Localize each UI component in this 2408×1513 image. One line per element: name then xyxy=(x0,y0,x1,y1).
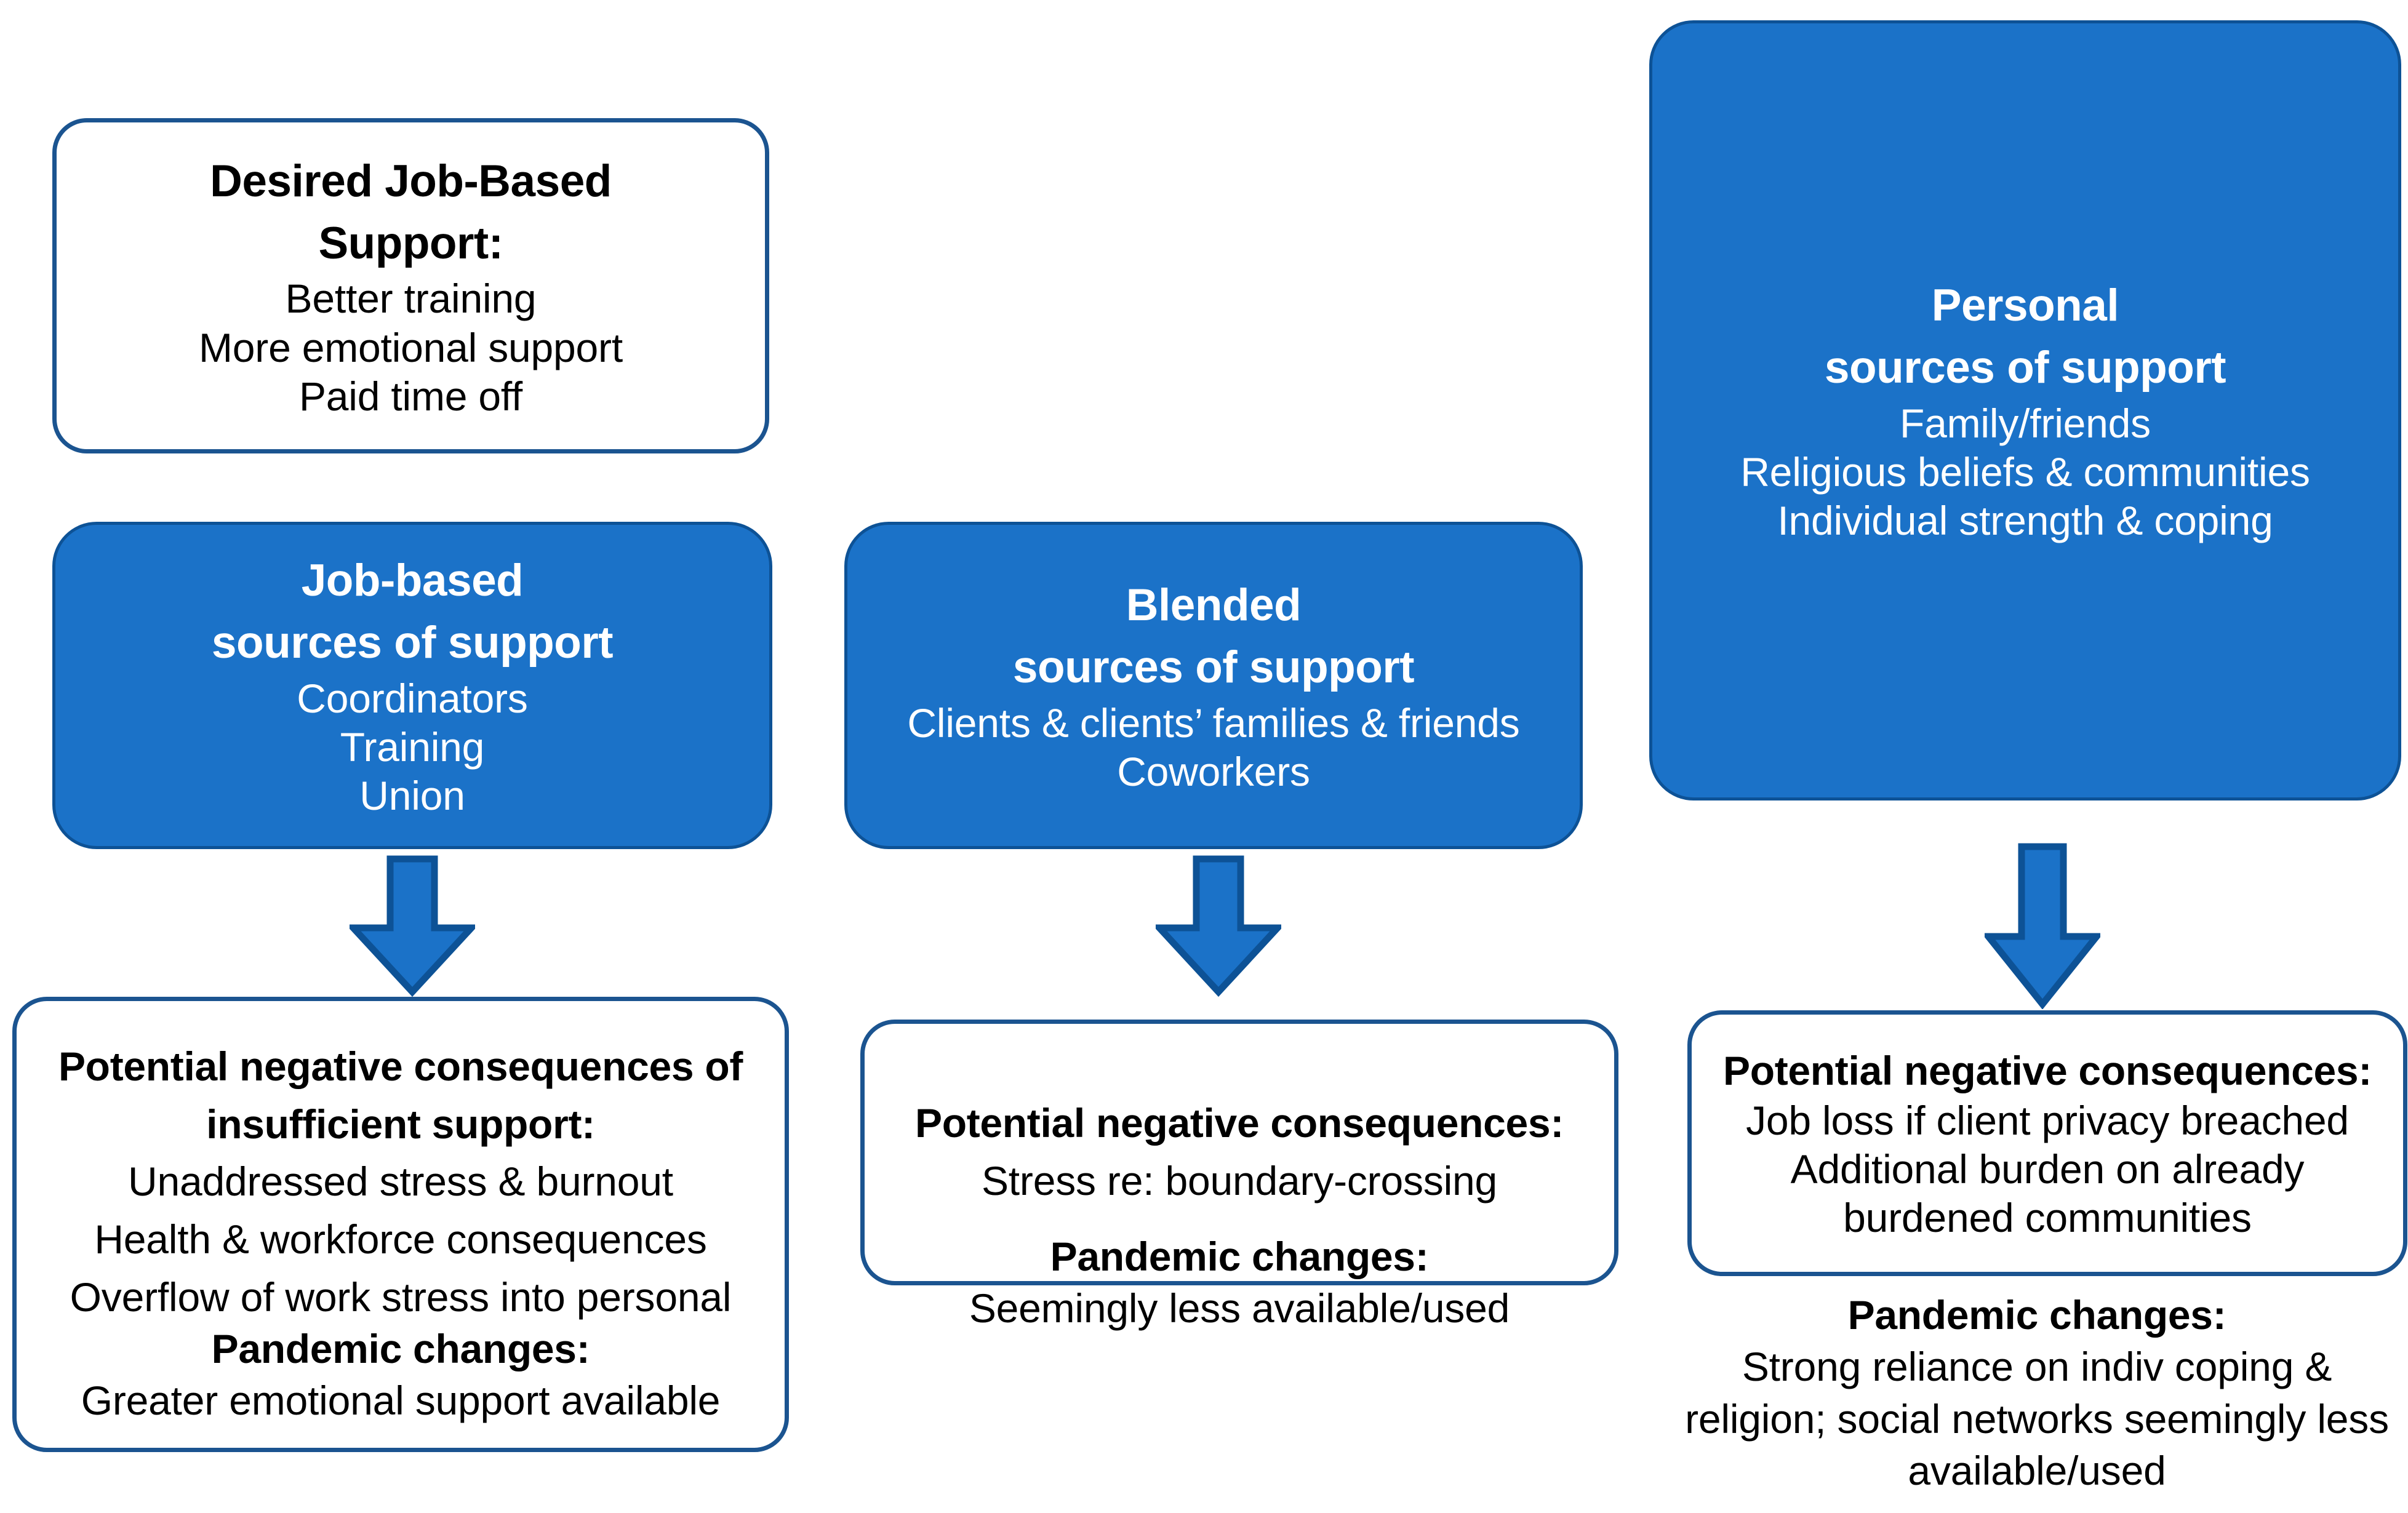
down-arrow-icon-personal xyxy=(1985,843,2100,1009)
job-pandemic-changes-caption: Pandemic changes: Greater emotional supp… xyxy=(12,1323,789,1427)
personal-pandemic-changes-caption: Pandemic changes: Strong reliance on ind… xyxy=(1674,1289,2400,1497)
personal-consequences-item: Job loss if client privacy breached xyxy=(1746,1097,2349,1143)
blended-pandemic-changes-title: Pandemic changes: xyxy=(1050,1234,1429,1279)
personal-pandemic-changes-item: Strong reliance on indiv coping & xyxy=(1742,1344,2332,1390)
blended-pandemic-changes-caption: Pandemic changes: Seemingly less availab… xyxy=(860,1231,1618,1335)
personal-consequences-item: Additional burden on already xyxy=(1790,1146,2305,1192)
personal-sources-title: Personal sources of support xyxy=(1825,275,2226,399)
blended-pandemic-changes-item: Seemingly less available/used xyxy=(969,1285,1510,1331)
desired-support-title: Desired Job-Based Support: xyxy=(210,151,612,274)
job-pandemic-changes-title: Pandemic changes: xyxy=(211,1326,590,1371)
personal-pandemic-changes-item: available/used xyxy=(1908,1448,2166,1494)
desired-support-item: More emotional support xyxy=(199,324,623,370)
job-based-sources-item: Union xyxy=(359,773,465,819)
personal-sources-title-line1: Personal xyxy=(1931,281,2119,331)
blended-negative-consequences-box: Potential negative consequences: Stress … xyxy=(860,1020,1618,1285)
job-based-sources-box: Job-based sources of support Coordinator… xyxy=(52,522,772,849)
down-arrow-icon-blended xyxy=(1156,855,1281,997)
job-consequences-title: Potential negative consequences of insuf… xyxy=(58,1038,743,1153)
down-arrow-icon-job xyxy=(350,855,475,997)
blended-sources-item: Coworkers xyxy=(1117,748,1310,794)
blended-consequences-title: Potential negative consequences: xyxy=(914,1100,1564,1146)
personal-sources-title-line2: sources of support xyxy=(1824,343,2226,393)
job-based-sources-item: Training xyxy=(340,724,485,770)
job-negative-consequences-box: Potential negative consequences of insuf… xyxy=(12,997,789,1452)
blended-sources-box: Blended sources of support Clients & cli… xyxy=(844,522,1583,849)
personal-sources-item: Family/friends xyxy=(1900,400,2151,446)
desired-support-title-line2: Support: xyxy=(318,218,503,268)
desired-support-title-line1: Desired Job-Based xyxy=(210,156,612,206)
desired-support-item: Paid time off xyxy=(298,373,523,419)
personal-sources-item: Religious beliefs & communities xyxy=(1740,449,2310,495)
personal-sources-box: Personal sources of support Family/frien… xyxy=(1649,20,2401,800)
personal-negative-consequences-box: Potential negative consequences: Job los… xyxy=(1687,1010,2407,1276)
personal-pandemic-changes-title: Pandemic changes: xyxy=(1847,1292,2226,1338)
job-consequences-item: Unaddressed stress & burnout xyxy=(128,1159,673,1205)
blended-sources-title-line1: Blended xyxy=(1126,580,1302,631)
blended-sources-item: Clients & clients’ families & friends xyxy=(907,700,1520,746)
job-based-sources-title-line1: Job-based xyxy=(301,556,524,606)
job-consequences-title-line1: Potential negative consequences of xyxy=(58,1044,743,1089)
job-based-sources-title: Job-based sources of support xyxy=(211,550,614,674)
blended-sources-title: Blended sources of support xyxy=(1012,575,1415,698)
job-consequences-title-line2: insufficient support: xyxy=(206,1101,595,1147)
job-based-sources-item: Coordinators xyxy=(297,675,528,721)
job-consequences-item: Overflow of work stress into personal xyxy=(70,1274,732,1320)
personal-consequences-title: Potential negative consequences: xyxy=(1722,1048,2372,1093)
blended-sources-title-line2: sources of support xyxy=(1012,642,1415,692)
job-based-sources-title-line2: sources of support xyxy=(211,618,614,668)
blended-consequences-item: Stress re: boundary-crossing xyxy=(981,1158,1498,1204)
desired-job-based-support-box: Desired Job-Based Support: Better traini… xyxy=(52,118,769,453)
job-consequences-item: Health & workforce consequences xyxy=(94,1216,707,1263)
desired-support-item: Better training xyxy=(285,276,537,322)
job-pandemic-changes-item: Greater emotional support available xyxy=(81,1378,721,1424)
personal-pandemic-changes-item: religion; social networks seemingly less xyxy=(1685,1395,2389,1442)
personal-consequences-item: burdened communities xyxy=(1843,1194,2252,1240)
personal-sources-item: Individual strength & coping xyxy=(1777,498,2273,544)
